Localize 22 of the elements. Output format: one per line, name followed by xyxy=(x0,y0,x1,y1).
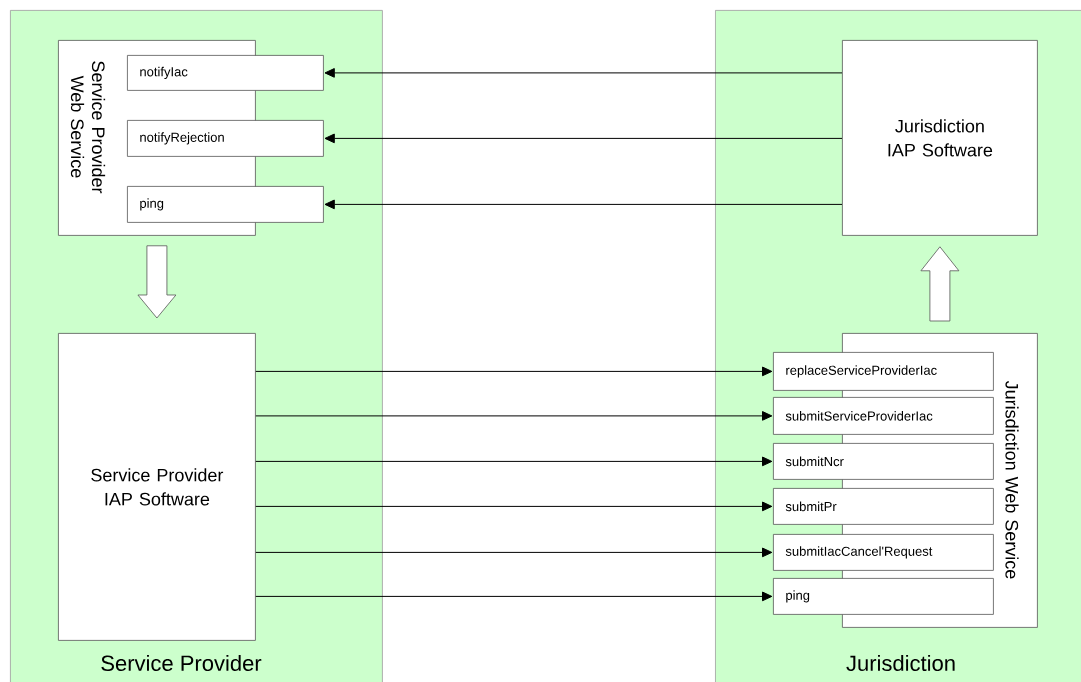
arrow xyxy=(255,591,773,602)
method-box: notifyRejection xyxy=(127,120,324,157)
arrow xyxy=(255,411,773,421)
software-box: Service Provider IAP Software xyxy=(58,333,256,641)
method-box: submitServiceProviderIac xyxy=(773,397,994,435)
arrow xyxy=(255,501,773,512)
method-box: notifyIac xyxy=(127,55,324,91)
arrow xyxy=(255,366,773,377)
arrow xyxy=(324,68,843,78)
block-arrow xyxy=(920,246,960,322)
arrow xyxy=(324,133,843,144)
arrow xyxy=(255,547,773,558)
arrow xyxy=(255,456,773,467)
method-box: submitNcr xyxy=(773,443,994,480)
method-box: submitIacCancel'Request xyxy=(773,534,994,571)
method-box: submitPr xyxy=(773,488,994,525)
method-box: replaceServiceProviderIac xyxy=(773,352,994,391)
block-arrow xyxy=(137,245,177,319)
method-box: ping xyxy=(127,186,324,223)
software-box: Jurisdiction IAP Software xyxy=(842,40,1038,236)
arrow xyxy=(324,199,843,210)
method-box: ping xyxy=(773,578,994,615)
